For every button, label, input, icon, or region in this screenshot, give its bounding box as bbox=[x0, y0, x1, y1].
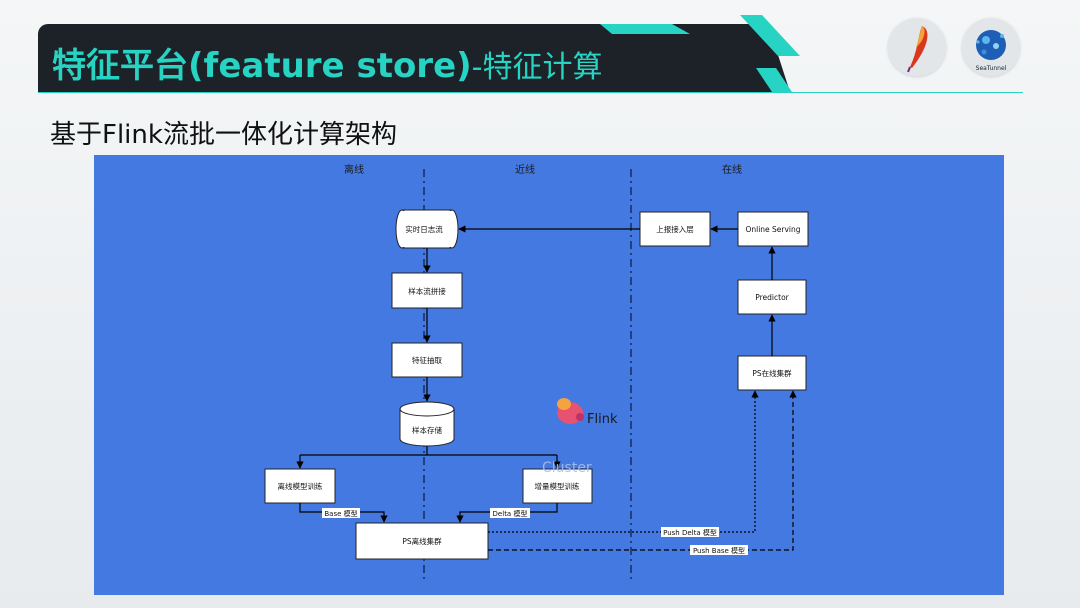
edge-label-bg-base bbox=[322, 508, 360, 518]
title-main: 特征平台(feature store) bbox=[52, 46, 472, 86]
node-incremental-training: 增量模型训练 bbox=[522, 468, 593, 504]
title-bar bbox=[38, 24, 790, 92]
edge-label-push-delta: Push Delta 模型 bbox=[663, 528, 717, 537]
teal-stripe-top bbox=[600, 24, 690, 34]
node-realtime-log-stream: 实时日志流 bbox=[395, 209, 459, 249]
node-offline-training: 离线模型训练 bbox=[264, 468, 336, 504]
label-online-serving: Online Serving bbox=[745, 225, 800, 234]
flink-logo: Flink bbox=[557, 398, 618, 427]
label-predictor: Predictor bbox=[755, 293, 789, 302]
edge-label-push-base: Push Base 模型 bbox=[693, 546, 745, 555]
node-sample-join: 样本流拼接 bbox=[391, 272, 463, 309]
label-feature-extract: 特征抽取 bbox=[412, 355, 442, 365]
teal-stripe-1 bbox=[740, 15, 800, 56]
feather-icon bbox=[907, 26, 928, 73]
label-incremental-training: 增量模型训练 bbox=[535, 481, 580, 491]
node-online-serving: Online Serving bbox=[737, 211, 809, 247]
seatunnel-logo: SeaTunnel bbox=[962, 18, 1020, 76]
title-decoration bbox=[600, 15, 800, 92]
node-sample-storage: 样本存储 bbox=[399, 401, 455, 447]
column-online: 在线 bbox=[722, 163, 742, 176]
page-title: 特征平台(feature store)-特征计算 bbox=[52, 38, 603, 87]
architecture-diagram: 离线 近线 在线 实时日志流 样本流拼接 特征抽取 样本存储 bbox=[264, 163, 809, 583]
node-feature-extract: 特征抽取 bbox=[391, 342, 463, 378]
edge-label-bg-delta bbox=[490, 508, 530, 518]
flink-label: Flink bbox=[587, 412, 618, 427]
cluster-watermark: Cluster bbox=[542, 460, 592, 476]
teal-stripe-2 bbox=[756, 68, 792, 92]
seatunnel-logo-text: SeaTunnel bbox=[976, 65, 1007, 72]
node-ps-online-cluster: PS在线集群 bbox=[737, 355, 807, 391]
edge-push-base bbox=[488, 390, 797, 551]
page-subtitle: 基于Flink流批一体化计算架构 bbox=[50, 120, 397, 150]
column-nearline: 近线 bbox=[515, 163, 535, 176]
label-offline-training: 离线模型训练 bbox=[278, 481, 323, 491]
diagram-canvas: 离线 近线 在线 实时日志流 样本流拼接 特征抽取 样本存储 bbox=[94, 155, 1004, 595]
node-report-access: 上报接入层 bbox=[639, 211, 711, 247]
edge-label-base-model: Base 模型 bbox=[324, 509, 357, 518]
label-sample-storage: 样本存储 bbox=[412, 425, 442, 435]
title-underline bbox=[38, 92, 1023, 93]
edge-push-delta bbox=[488, 390, 759, 533]
edge-label-bg-push-base bbox=[690, 545, 748, 555]
column-offline: 离线 bbox=[344, 163, 364, 176]
seatunnel-icon: SeaTunnel bbox=[976, 30, 1007, 72]
label-report-access: 上报接入层 bbox=[656, 224, 694, 234]
label-realtime-log-stream: 实时日志流 bbox=[405, 224, 443, 234]
label-ps-offline-cluster: PS离线集群 bbox=[402, 536, 442, 546]
node-ps-offline-cluster: PS离线集群 bbox=[355, 522, 489, 560]
label-ps-online-cluster: PS在线集群 bbox=[752, 368, 792, 378]
edge-label-delta-model: Delta 模型 bbox=[493, 509, 528, 518]
label-sample-join: 样本流拼接 bbox=[408, 286, 446, 296]
title-sub: -特征计算 bbox=[471, 50, 603, 85]
apache-feather-logo bbox=[888, 18, 946, 76]
edge-label-bg-push-delta bbox=[661, 527, 719, 537]
node-predictor: Predictor bbox=[737, 279, 807, 315]
